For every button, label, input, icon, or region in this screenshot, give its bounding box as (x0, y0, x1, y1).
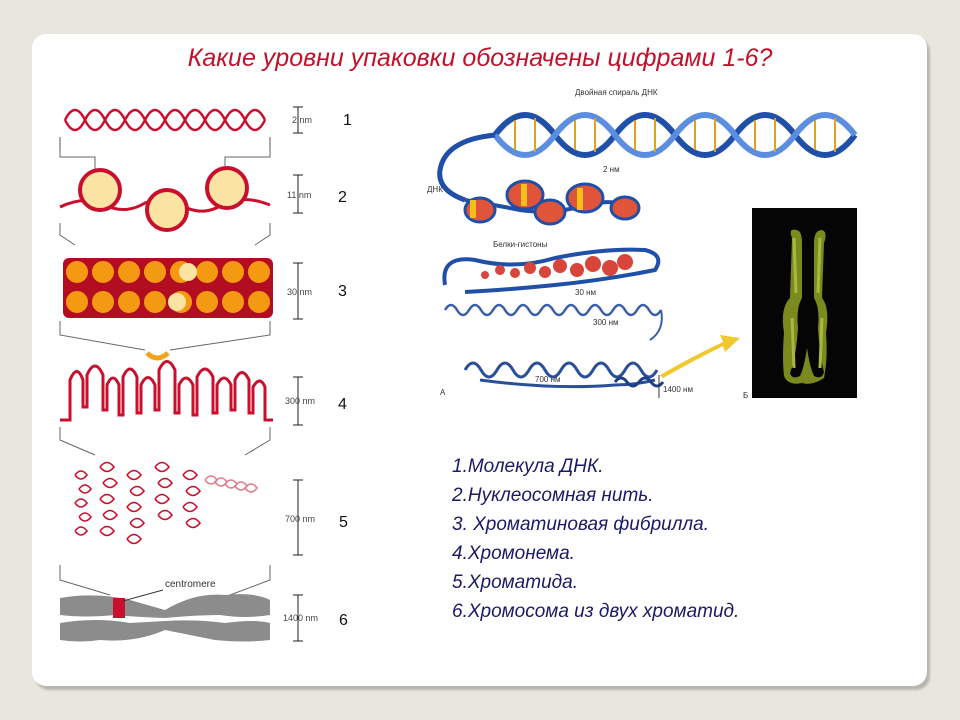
level-number-2: 2 (338, 189, 347, 206)
label-dna-helix: Двойная спираль ДНК (575, 88, 658, 97)
answer-list: 1.Молекула ДНК. 2.Нуклеосомная нить. 3. … (452, 452, 739, 626)
scale-2nm: 2 nm (292, 115, 312, 125)
label-letter-b: Б (743, 391, 748, 400)
level-number-6: 6 (339, 612, 348, 629)
answer-item-4: 4.Хромонема. (452, 543, 575, 564)
scale-bars (293, 106, 303, 642)
answer-item-6: 6.Хромосома из двух хроматид. (452, 601, 740, 622)
level-number-5: 5 (339, 514, 348, 531)
scale-30nm: 30 nm (287, 287, 312, 297)
chromosome-micrograph (752, 208, 857, 398)
scale-700nm: 700 nm (285, 514, 315, 524)
level-5-chromatid-coils (74, 461, 259, 545)
level-number-3: 3 (338, 283, 347, 300)
answer-item-5: 5.Хроматида. (452, 572, 578, 593)
packing-levels-diagram: 2 nm 11 nm 30 nm 300 nm 700 nm 1400 nm 1… (59, 106, 352, 642)
label-30nm: 30 нм (575, 288, 596, 297)
nucleosomes (463, 179, 641, 226)
scale-1400nm: 1400 nm (283, 613, 318, 623)
fibre-300nm (443, 303, 663, 341)
label-2nm: 2 нм (603, 165, 620, 174)
label-300nm: 300 нм (593, 318, 619, 327)
level-3-chromatin-fibril (63, 258, 273, 318)
level-4-chromonema-loops (60, 360, 273, 422)
label-letter-a: А (440, 388, 446, 397)
fibre-700nm (463, 361, 665, 398)
level-6-chromosome (60, 594, 270, 642)
level-1-dna-helix (59, 108, 271, 150)
label-dna: ДНК (427, 185, 443, 194)
level-number-4: 4 (338, 396, 347, 413)
scale-300nm: 300 nm (285, 396, 315, 406)
fibre-30nm (442, 247, 661, 294)
arrow (660, 335, 740, 378)
chromatin-packing-illustration: Двойная спираль ДНК 2 нм ДНК Белки-гисто… (427, 88, 858, 400)
scale-11nm: 11 nm (287, 190, 311, 200)
answer-item-2: 2.Нуклеосомная нить. (452, 485, 654, 506)
double-helix (437, 112, 858, 203)
level-number-1: 1 (343, 112, 352, 129)
centromere-label: centromere (165, 579, 216, 590)
label-700nm: 700 нм (535, 375, 561, 384)
level-2-nucleosome-string (59, 166, 271, 232)
answer-item-1: 1.Молекула ДНК. (452, 456, 604, 477)
label-1400nm: 1400 нм (663, 385, 693, 394)
slide-title: Какие уровни упаковки обозначены цифрами… (187, 44, 773, 72)
label-histones: Белки-гистоны (493, 240, 548, 249)
chromosome-shape (782, 229, 828, 384)
answer-item-3: 3. Хроматиновая фибрилла. (452, 514, 709, 535)
